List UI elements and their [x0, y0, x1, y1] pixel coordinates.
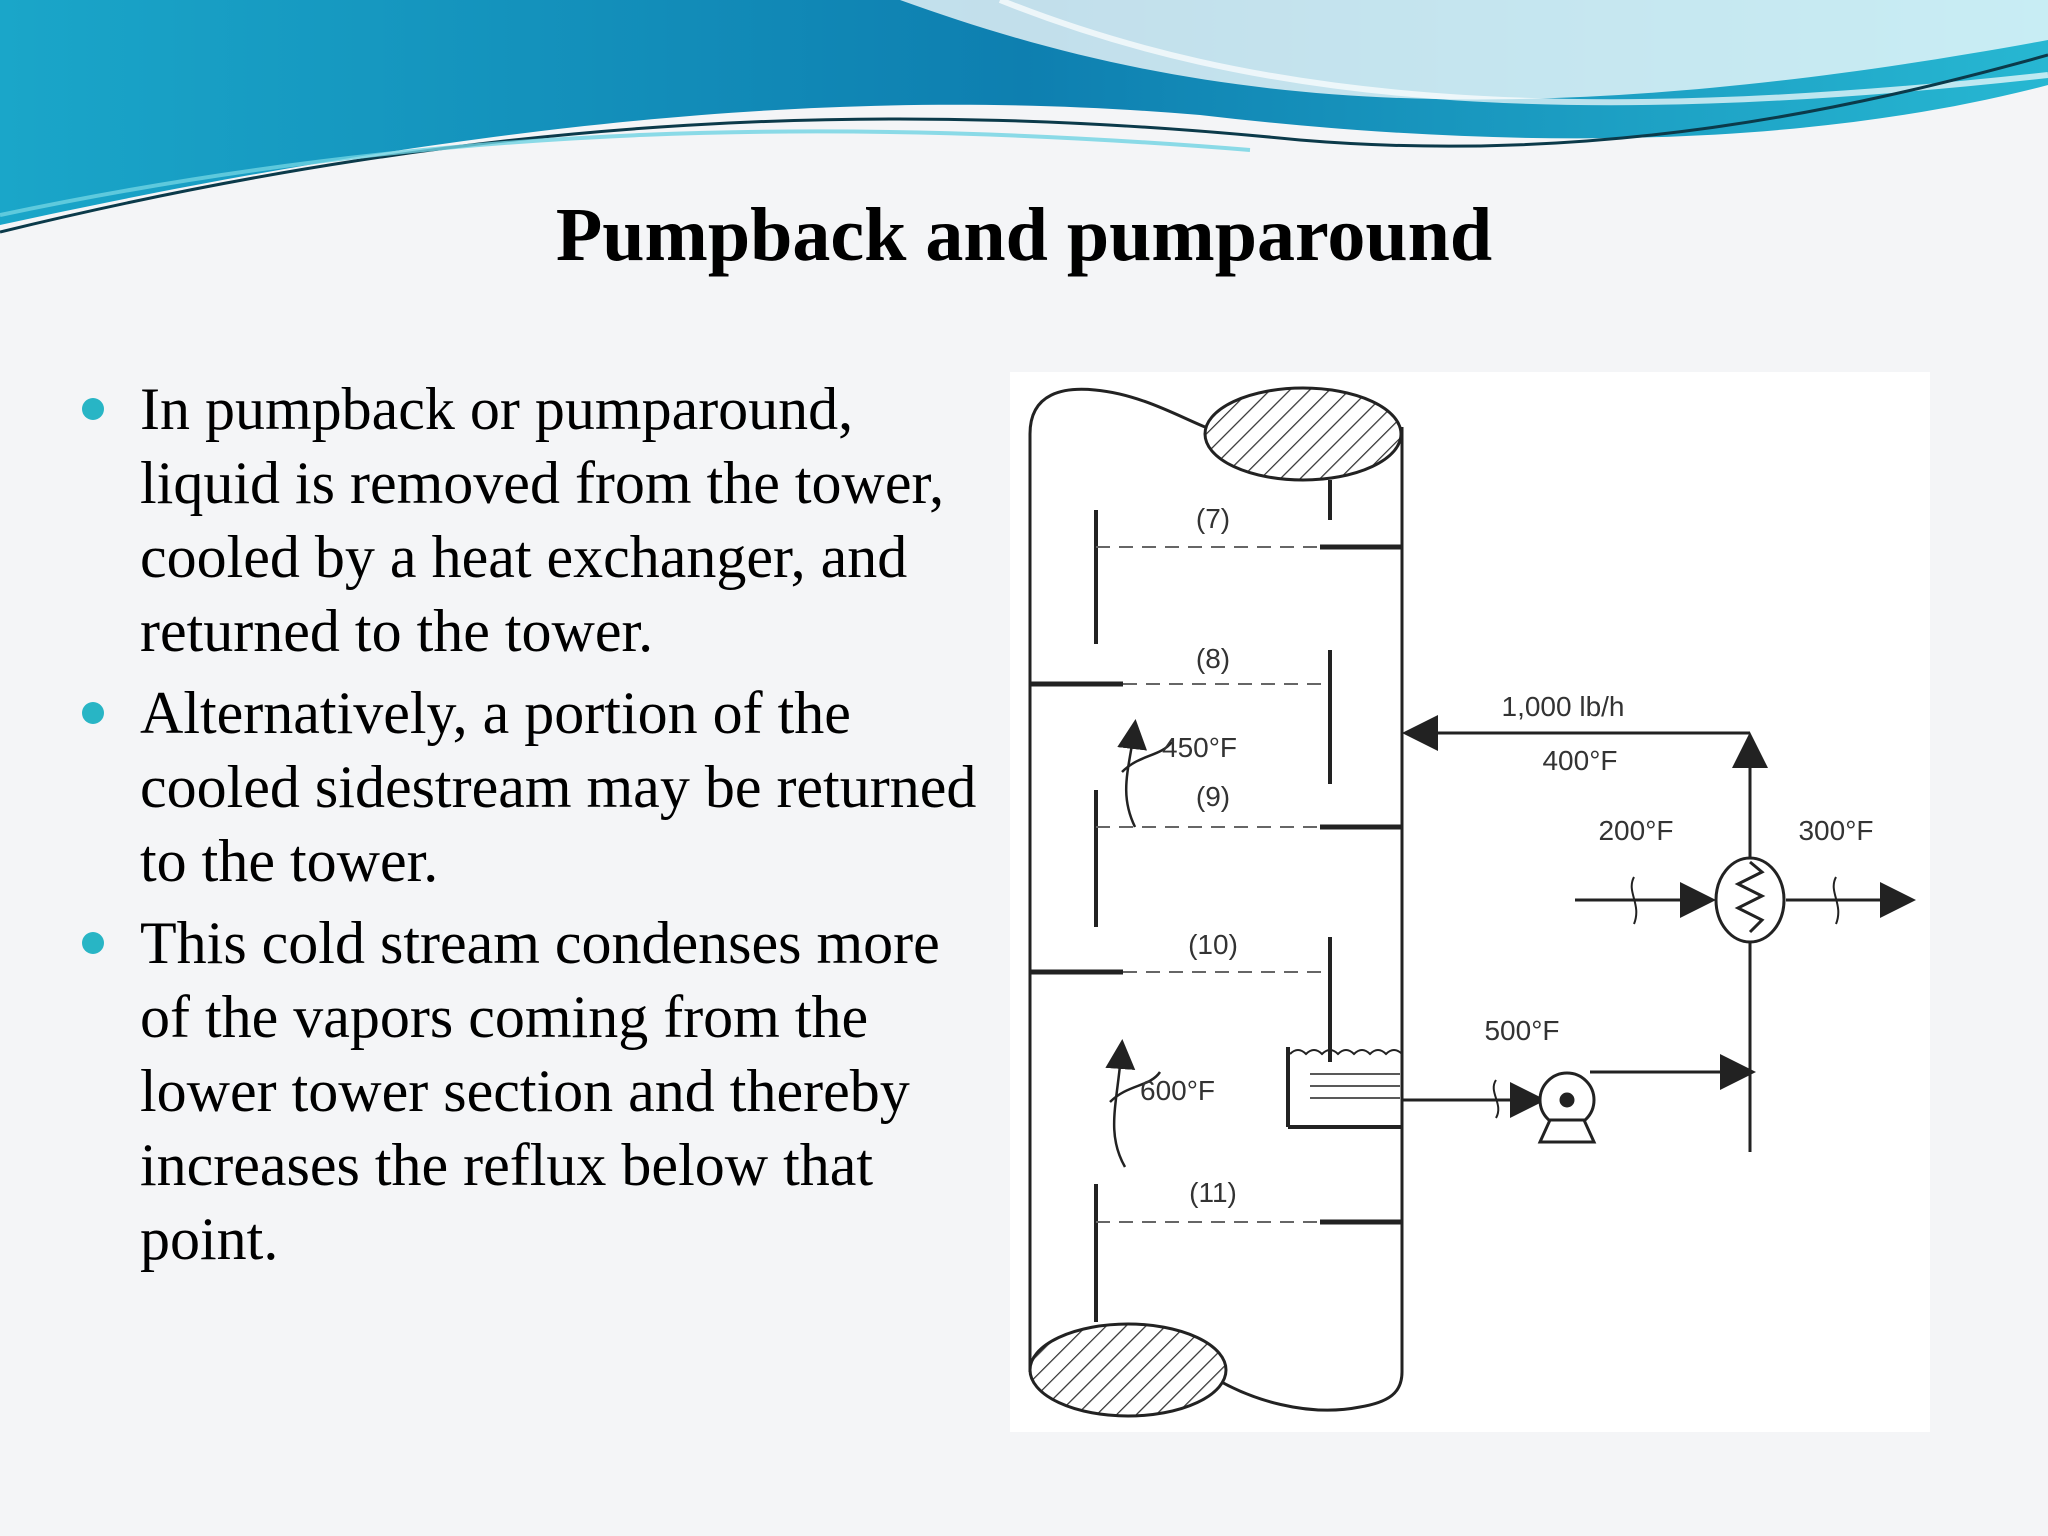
temp-label-600: 600°F [1140, 1075, 1215, 1106]
bullet-text: Alternatively, a portion of the cooled s… [140, 680, 977, 894]
flow-rate-label: 1,000 lb/h [1502, 691, 1625, 722]
temp-label-500: 500°F [1484, 1015, 1559, 1046]
trays [1030, 480, 1402, 1322]
bullet-item: In pumpback or pumparound, liquid is rem… [78, 372, 978, 668]
top-cutaway-hatch [1203, 386, 1403, 482]
tower-shell [1028, 387, 1404, 1412]
tray-label-8: (8) [1196, 643, 1230, 674]
diagram-background [1010, 372, 1930, 1432]
bullet-list: In pumpback or pumparound, liquid is rem… [78, 372, 978, 1284]
heat-exchanger-icon [1714, 856, 1786, 944]
bullet-dot-icon [82, 398, 104, 420]
temp-label-300: 300°F [1798, 815, 1873, 846]
vapor-arrow-600 [1105, 1039, 1162, 1168]
vapor-arrow-450 [1117, 719, 1173, 828]
tray-label-11: (11) [1189, 1177, 1237, 1208]
bullet-text: This cold stream condenses more of the v… [140, 910, 940, 1272]
tray-label-9: (9) [1196, 781, 1230, 812]
pump-icon [1537, 1071, 1597, 1144]
bullet-dot-icon [82, 932, 104, 954]
temp-label-400: 400°F [1542, 745, 1617, 776]
thermocouple-300-icon [1832, 876, 1840, 925]
temp-label-450: 450°F [1162, 732, 1237, 763]
bullet-item: This cold stream condenses more of the v… [78, 906, 978, 1276]
draw-off-pan [1286, 1047, 1403, 1129]
thermocouple-500-icon [1492, 1079, 1500, 1119]
header-wave-decoration [0, 0, 2048, 234]
bullet-dot-icon [82, 702, 104, 724]
pumparound-diagram: (7) (8) (9) (10) (11) 450°F 600°F 1,000 … [1010, 372, 1930, 1432]
temp-label-200: 200°F [1598, 815, 1673, 846]
bottom-cutaway-hatch [1028, 1322, 1228, 1418]
thermocouple-200-icon [1630, 876, 1638, 925]
bullet-item: Alternatively, a portion of the cooled s… [78, 676, 978, 898]
tray-label-10: (10) [1188, 929, 1238, 960]
draw-off-line [1402, 972, 1756, 1118]
tray-label-7: (7) [1196, 503, 1230, 534]
bullet-text: In pumpback or pumparound, liquid is rem… [140, 376, 945, 664]
slide-title: Pumpback and pumparound [555, 193, 1493, 277]
